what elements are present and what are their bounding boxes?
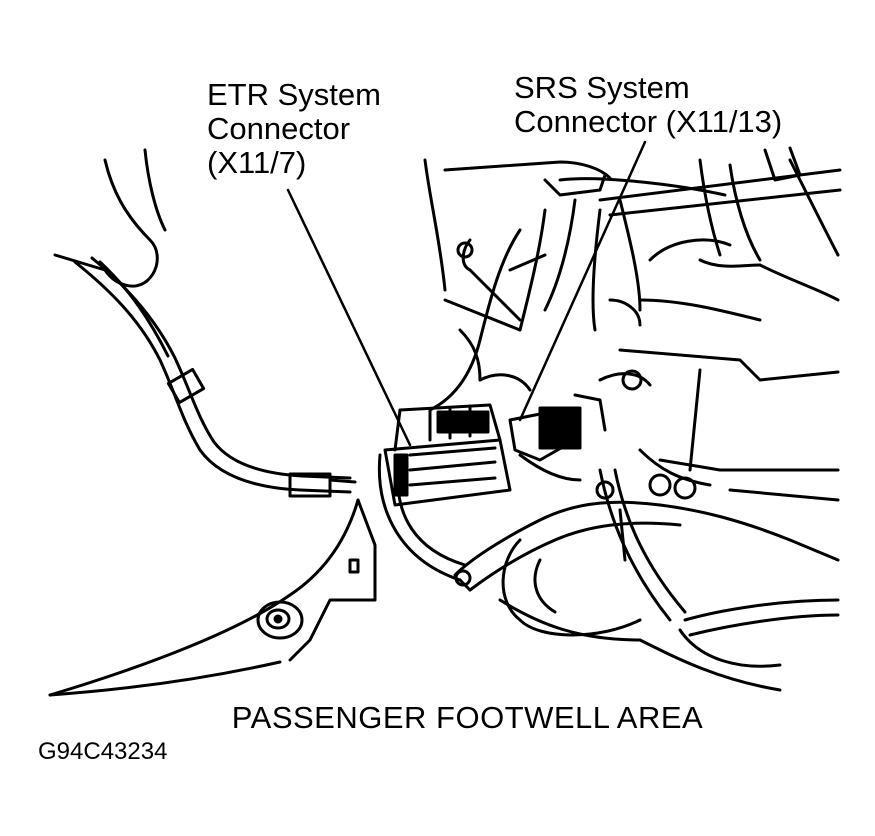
figure-caption: PASSENGER FOOTWELL AREA [0, 700, 875, 736]
srs-connector-drawing [508, 393, 607, 482]
footwell-trim-panel [48, 148, 377, 697]
central-harness [428, 198, 652, 412]
etr-label-line-3: (X11/7) [207, 145, 307, 180]
srs-connector-label: SRS System Connector (X11/13) [514, 71, 782, 139]
srs-label-line-1: SRS System [514, 70, 690, 105]
etr-connector-drawing [383, 403, 512, 507]
figure-id: G94C43234 [38, 738, 168, 765]
left-wire-harness [73, 256, 357, 498]
etr-label-line-2: Connector [207, 111, 351, 146]
srs-label-line-2: Connector (X11/13) [514, 104, 783, 139]
srs-leader-line [518, 140, 647, 422]
lower-harness-loop [377, 448, 840, 692]
etr-leader-line [286, 188, 412, 447]
dash-underside [423, 146, 842, 502]
etr-label-line-1: ETR System [207, 77, 381, 112]
caption-text: PASSENGER FOOTWELL AREA [231, 700, 704, 735]
etr-connector-label: ETR System Connector (X11/7) [207, 78, 381, 180]
